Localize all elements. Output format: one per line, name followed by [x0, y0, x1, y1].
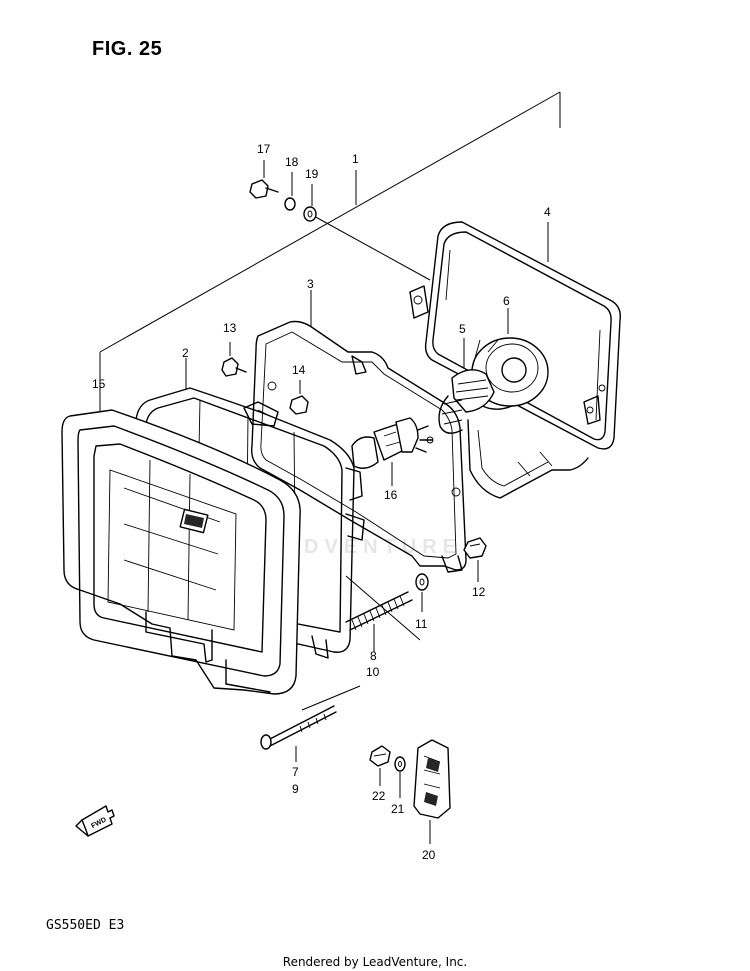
callout-4: 4 [544, 205, 551, 219]
washer-21 [394, 756, 406, 798]
headlight-bulb [351, 417, 433, 469]
reflector-20 [413, 739, 451, 844]
callout-12: 12 [472, 585, 486, 599]
callout-21: 21 [391, 802, 405, 816]
callout-6: 6 [503, 294, 510, 308]
callout-8: 8 [370, 649, 377, 663]
headlight-rim-frame [250, 320, 467, 573]
callout-1: 1 [352, 152, 359, 166]
callout-22: 22 [372, 789, 386, 803]
bolt-13 [221, 342, 247, 377]
adjusting-screw [260, 705, 337, 750]
callout-16: 16 [384, 488, 398, 502]
callout-14: 14 [292, 363, 306, 377]
callout-9: 9 [292, 782, 299, 796]
callout-2: 2 [182, 346, 189, 360]
bolt-17 [249, 160, 279, 199]
callout-19: 19 [305, 167, 319, 181]
nut-12 [463, 537, 487, 582]
washer-19 [303, 184, 317, 222]
callout-13: 13 [223, 321, 237, 335]
bulb-socket [438, 369, 495, 434]
washer-11 [415, 573, 429, 612]
callout-20: 20 [422, 848, 436, 862]
callout-18: 18 [285, 155, 299, 169]
callout-5: 5 [459, 322, 466, 336]
nut-22 [369, 745, 391, 786]
callout-15: 15 [92, 377, 106, 391]
callout-3: 3 [307, 277, 314, 291]
callout-10: 10 [366, 665, 380, 679]
footer-credit: Rendered by LeadVenture, Inc. [282, 955, 468, 969]
callout-labels: 1 2 3 4 5 6 7 8 9 10 11 12 13 14 15 16 1… [92, 142, 551, 862]
adjusting-spring [345, 591, 413, 652]
headlight-housing [409, 221, 621, 499]
figure-title: FIG. 25 [92, 38, 163, 60]
callout-17: 17 [257, 142, 271, 156]
callout-7: 7 [292, 765, 299, 779]
lock-washer-18 [284, 172, 296, 211]
model-code: GS550ED E3 [46, 918, 125, 933]
callout-11: 11 [415, 617, 428, 631]
nut-14 [289, 380, 309, 415]
fwd-arrow-icon: FWD [75, 805, 115, 837]
front-rim-bezel [61, 409, 301, 695]
